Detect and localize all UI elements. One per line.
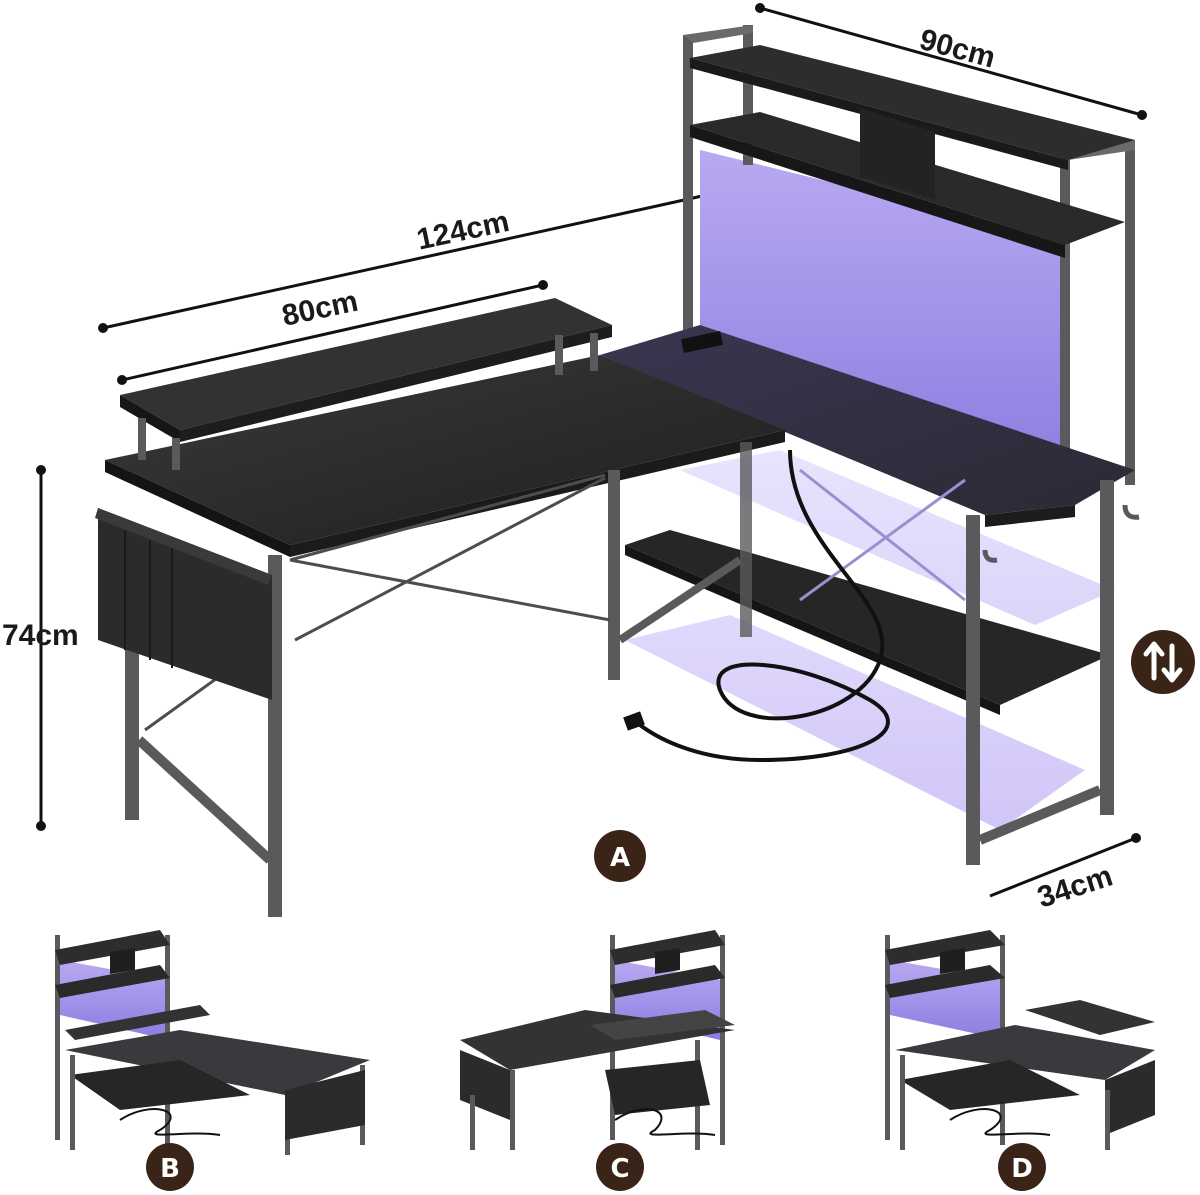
variant-thumbnail-c	[460, 930, 735, 1150]
hutch-post-left	[683, 35, 693, 335]
desk-top-right	[600, 325, 1135, 515]
dimension-label-90: 90cm	[916, 23, 999, 75]
desk-main	[95, 25, 1140, 917]
svg-text:B: B	[160, 1154, 180, 1184]
desk-top-left	[105, 355, 785, 545]
dimension-depth: 34cm	[989, 833, 1141, 915]
variant-badge-d: D	[998, 1143, 1046, 1191]
variant-thumbnail-b	[55, 930, 370, 1155]
svg-text:D: D	[1011, 1154, 1033, 1184]
dimension-label-34: 34cm	[1033, 859, 1116, 914]
svg-text:A: A	[610, 843, 630, 873]
hutch-post-right	[1060, 150, 1070, 490]
variant-badge-c: C	[596, 1143, 644, 1191]
svg-text:C: C	[610, 1154, 629, 1184]
hutch-top-shelf	[690, 45, 1135, 160]
variant-badge-b: B	[146, 1143, 194, 1191]
storage-bag	[98, 508, 272, 700]
power-plug	[623, 711, 645, 731]
leg-front-right	[966, 515, 980, 865]
variant-thumbnail-d	[885, 930, 1155, 1150]
monitor-riser	[120, 298, 612, 430]
variant-badge-a: A	[594, 830, 646, 882]
led-back-panel	[700, 150, 1065, 480]
reversible-badge	[1131, 630, 1195, 694]
dimension-label-80: 80cm	[279, 285, 361, 333]
dimension-label-74: 74cm	[2, 619, 79, 652]
power-strip	[680, 330, 724, 354]
swap-arrows-icon	[1143, 641, 1183, 683]
power-cable	[638, 449, 890, 763]
dimension-height: 74cm	[2, 465, 79, 831]
